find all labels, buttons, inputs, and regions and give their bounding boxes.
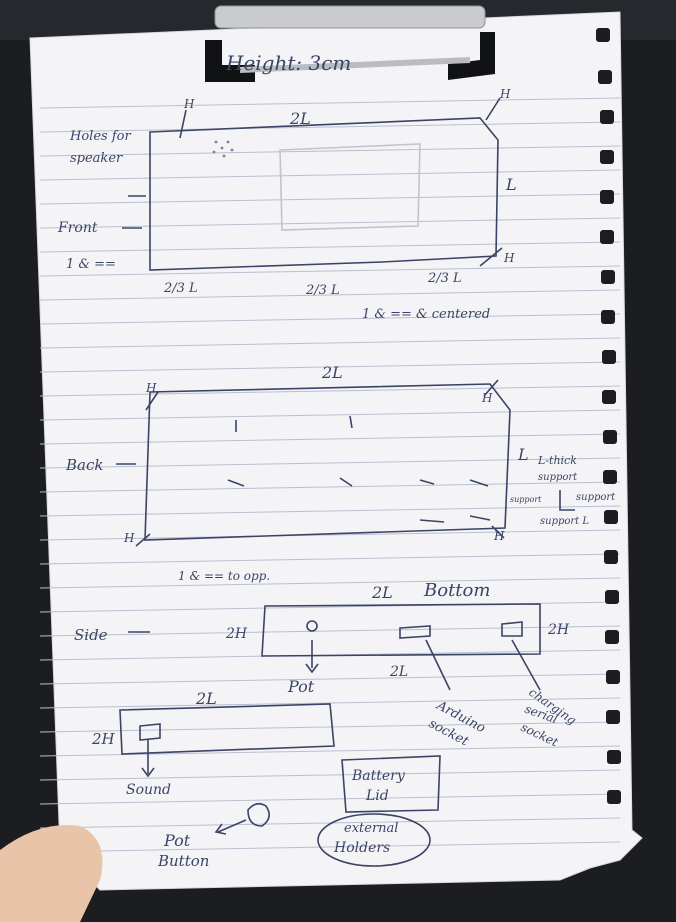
front-bottom-right-ratio: 2/3 L [427, 271, 462, 286]
back-support-3: support [576, 492, 616, 503]
back-support-1: L-thick [537, 454, 577, 467]
battery-2: Lid [365, 788, 389, 804]
back-support-2: support [538, 472, 578, 483]
side-pot: Pot [287, 677, 315, 696]
back-right-side: L [517, 445, 529, 464]
side-bottom-word: Bottom [423, 580, 490, 601]
front-note-front: Front [57, 220, 98, 236]
lower-top-label: 2L [195, 689, 217, 708]
lower-box [119, 703, 335, 755]
back-corner-2: H [481, 391, 493, 405]
battery-1: Battery [351, 768, 406, 784]
ink-sketches [116, 97, 575, 867]
handwritten-text: Height: 3cm 2L Holes for speaker Front L… [57, 51, 616, 870]
back-support-4: support [510, 495, 542, 504]
lower-sound: Sound [126, 782, 171, 798]
speaker-holes [212, 140, 234, 158]
holding-thumb [0, 825, 103, 922]
back-corner-1: H [145, 381, 157, 395]
side-middle-label: 2L [389, 664, 408, 680]
back-corner-3: H [123, 531, 135, 545]
front-corner-2: H [499, 87, 511, 101]
side-left-height: 2H [225, 626, 248, 642]
side-right-height: 2H [547, 622, 570, 638]
clipboard-clip [205, 5, 495, 82]
front-corner-3: H [503, 251, 515, 265]
front-bottom-middle: 2/3 L [305, 283, 340, 298]
front-right-side: L [505, 175, 517, 194]
front-top-label: 2L [289, 109, 311, 128]
front-ratio-left: 1 & == [66, 257, 116, 272]
back-support-5: support L [540, 516, 589, 527]
front-bottom-left: 2/3 L [163, 281, 198, 296]
side-top-label: 2L [371, 583, 393, 602]
back-bottom-note: 1 & == to opp. [178, 569, 270, 583]
external-1: external [344, 821, 398, 836]
front-note-speaker: speaker [70, 151, 123, 166]
front-inner-box [279, 143, 421, 231]
pot-button-2: Button [157, 852, 209, 870]
paper-perforations [596, 28, 621, 804]
back-box [144, 383, 511, 541]
back-label: Back [65, 456, 103, 474]
ruled-lines [39, 97, 621, 853]
lower-left-height: 2H [91, 730, 116, 748]
back-top-label: 2L [321, 363, 343, 382]
pot-button-1: Pot [163, 831, 191, 850]
back-corner-4: H [493, 529, 505, 543]
front-note-holes: Holes for [69, 129, 131, 144]
front-box [149, 117, 499, 271]
front-centered-note: 1 & == & centered [362, 307, 490, 322]
external-2: Holders [333, 840, 390, 856]
battery-lid-box [341, 755, 441, 813]
side-label: Side [74, 626, 108, 644]
front-corner-1: H [183, 97, 195, 111]
side-box [261, 603, 541, 657]
header-height: Height: 3cm [225, 51, 351, 75]
